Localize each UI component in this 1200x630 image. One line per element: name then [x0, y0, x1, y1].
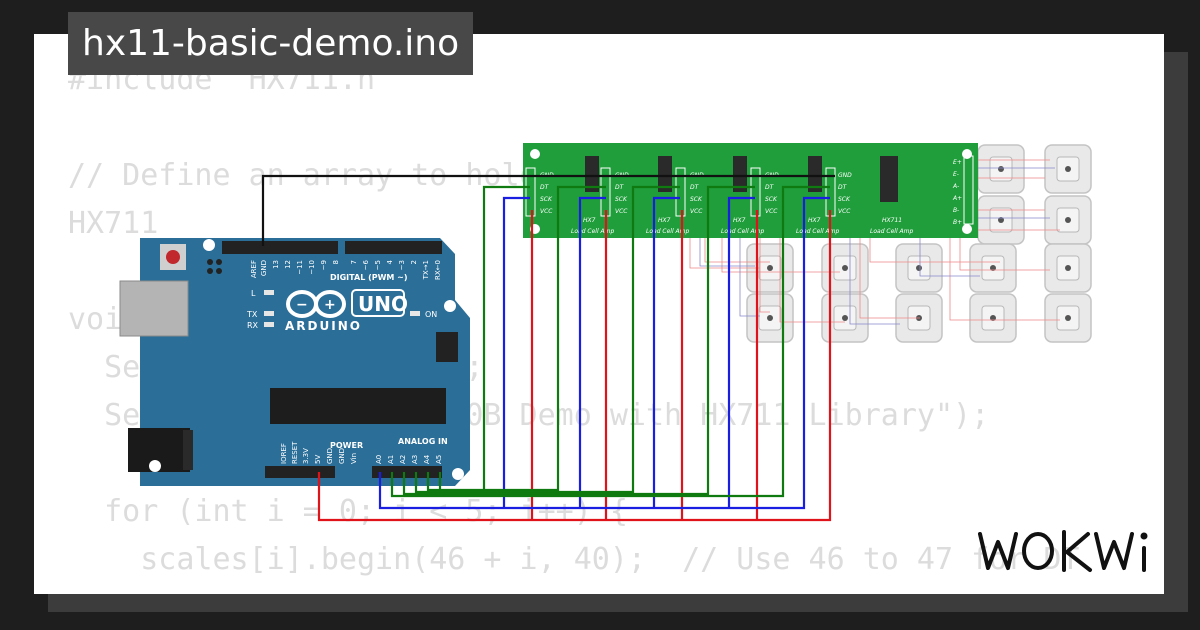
pin-label: A5	[435, 455, 443, 464]
wire-dt-5[interactable]	[390, 185, 830, 498]
pin-dt: DT	[765, 184, 775, 191]
module-name: HX7	[658, 217, 671, 224]
pin-label: ~5	[374, 260, 382, 270]
pin-label: AREF	[250, 260, 258, 278]
pin-label: 12	[284, 260, 292, 269]
pin-dt: DT	[838, 184, 848, 191]
module-sub: Load Cell Amp	[796, 228, 839, 235]
pin-label: ~10	[308, 260, 316, 275]
pin-dt: DT	[690, 184, 700, 191]
pin-label: Vin	[350, 453, 358, 464]
led-l-label: L	[251, 289, 256, 298]
module-sub: Load Cell Amp	[870, 228, 913, 235]
wires	[261, 174, 835, 522]
svg-text:−: −	[296, 297, 308, 313]
pin-e-plus: E+	[953, 159, 962, 166]
analog-label: ANALOG IN	[398, 437, 448, 446]
module-sub: Load Cell Amp	[571, 228, 614, 235]
pin-label: A1	[387, 455, 395, 464]
hx711-board[interactable]	[523, 143, 978, 238]
wire-sck[interactable]	[378, 196, 830, 510]
pin-label: RX←0	[434, 260, 442, 280]
pin-label: IOREF	[280, 443, 288, 464]
pin-label: ~9	[320, 260, 328, 270]
pin-sck: SCK	[765, 196, 778, 203]
power-label: POWER	[330, 441, 363, 450]
pin-label: ~3	[398, 260, 406, 270]
pin-a-minus: A-	[952, 183, 959, 190]
module-name: HX7	[583, 217, 596, 224]
pin-label: A3	[411, 455, 419, 464]
wokwi-logo	[978, 530, 1148, 572]
pin-label: 5V	[314, 455, 322, 464]
pin-vcc: VCC	[838, 208, 851, 215]
wire-dt-3[interactable]	[414, 185, 680, 494]
led-on-label: ON	[425, 310, 437, 319]
pin-label: TX→1	[422, 260, 430, 280]
pin-vcc: VCC	[690, 208, 703, 215]
svg-text:+: +	[324, 297, 336, 313]
pin-label: GND	[260, 260, 268, 276]
pin-label: ~6	[362, 259, 370, 270]
pin-label: RESET	[291, 441, 299, 464]
pin-b-minus: B-	[953, 207, 959, 214]
pin-label: GND	[326, 448, 334, 464]
pin-gnd: GND	[838, 172, 852, 179]
pin-label: 7	[350, 260, 358, 264]
led-tx-label: TX	[246, 310, 258, 319]
pin-label: GND	[338, 448, 346, 464]
led-rx-label: RX	[247, 321, 259, 330]
pin-label: 3.3V	[302, 448, 310, 464]
pin-vcc: VCC	[540, 208, 553, 215]
project-title: hx11-basic-demo.ino	[68, 12, 474, 75]
pin-sck: SCK	[690, 196, 703, 203]
digital-label: DIGITAL (PWM ~)	[330, 273, 408, 282]
pin-dt: DT	[615, 184, 625, 191]
pin-b-plus: B+	[953, 219, 962, 226]
module-name: HX7	[733, 217, 746, 224]
brand-label: ARDUINO	[285, 319, 362, 333]
load-cell-grid	[689, 144, 1092, 343]
pin-label: 4	[386, 259, 394, 264]
module-name: HX7	[808, 217, 821, 224]
hx711-module-5: GND DT SCK VCC HX711 Load Cell Amp E+ E-…	[838, 159, 962, 235]
pin-a-plus: A+	[952, 195, 962, 202]
pin-label: 2	[410, 260, 418, 264]
module-sub: Load Cell Amp	[721, 228, 764, 235]
pin-sck: SCK	[615, 196, 628, 203]
pin-label: A2	[399, 455, 407, 464]
wire-gnd[interactable]	[261, 174, 835, 246]
pin-label: A0	[375, 455, 383, 464]
model-label: UNO	[358, 292, 408, 316]
pin-sck: SCK	[838, 196, 851, 203]
pin-sck: SCK	[540, 196, 553, 203]
pin-label: ~11	[296, 260, 304, 275]
pin-label: 8	[332, 260, 340, 264]
module-name: HX711	[882, 217, 902, 224]
pin-vcc: VCC	[765, 208, 778, 215]
pin-dt: DT	[540, 184, 550, 191]
pin-vcc: VCC	[615, 208, 628, 215]
module-sub: Load Cell Amp	[646, 228, 689, 235]
wire-dt-4[interactable]	[402, 185, 755, 496]
wire-dt-2[interactable]	[426, 185, 606, 492]
pin-label: A4	[423, 454, 431, 464]
pin-e-minus: E-	[953, 171, 959, 178]
arduino-uno[interactable]: − + UNO ARDUINO DIGITAL (PWM ~) POWER AN…	[119, 238, 470, 486]
wire-vcc[interactable]	[317, 210, 832, 522]
code-line: HX711	[68, 206, 159, 241]
pin-label: 13	[272, 260, 280, 269]
